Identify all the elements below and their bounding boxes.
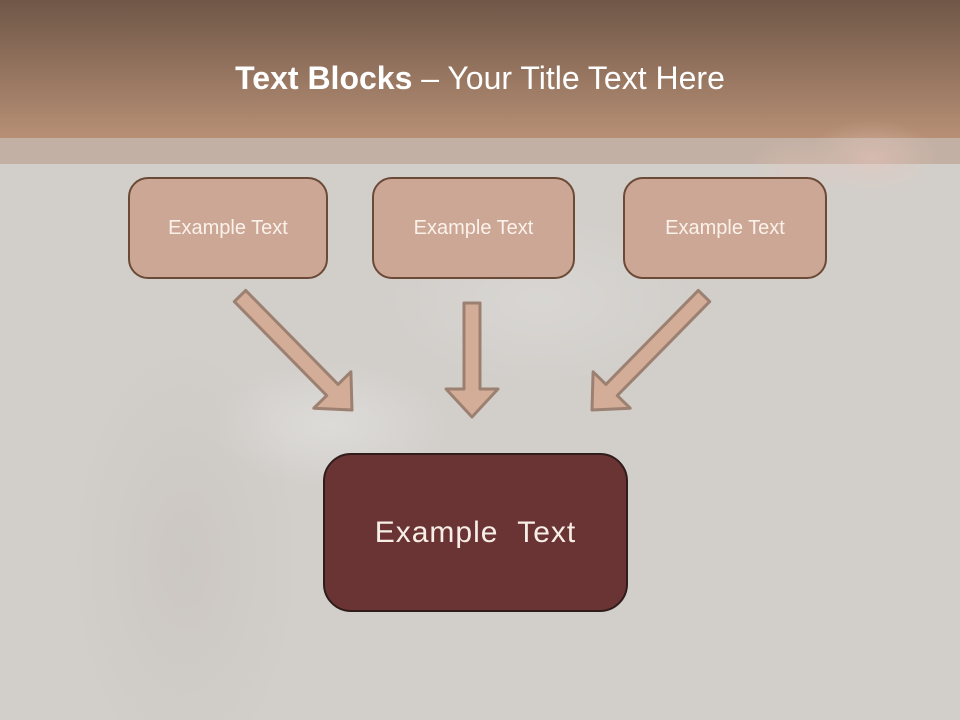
text-block-label: Example Text bbox=[168, 216, 288, 239]
text-block-top-right[interactable]: Example Text bbox=[623, 177, 827, 279]
arrow-left-down-right-icon bbox=[232, 288, 354, 412]
arrow-right-down-left-icon bbox=[590, 288, 712, 412]
text-block-target[interactable]: Example Text bbox=[323, 453, 628, 612]
text-block-label: Example Text bbox=[413, 216, 534, 239]
text-block-top-center[interactable]: Example Text bbox=[372, 177, 575, 279]
arrow-straight-down-icon bbox=[444, 301, 500, 419]
target-block-label: Example Text bbox=[374, 515, 577, 549]
text-block-label: Example Text bbox=[665, 216, 785, 239]
text-block-top-left[interactable]: Example Text bbox=[128, 177, 328, 279]
